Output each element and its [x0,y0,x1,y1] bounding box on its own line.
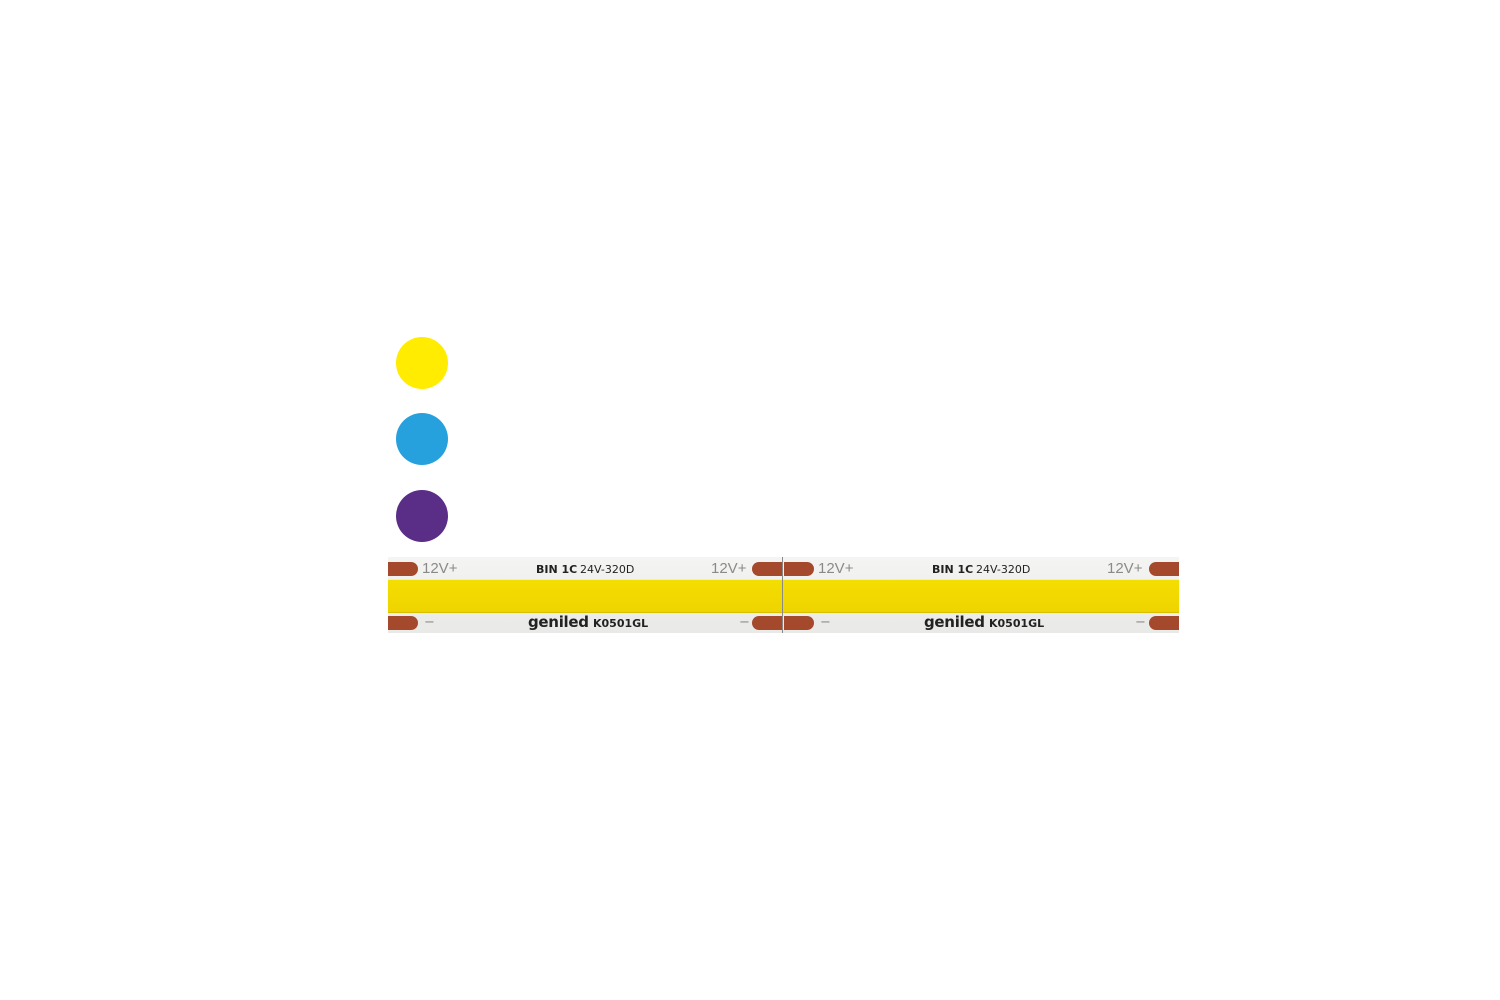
brand-label-2: geniled [924,613,985,631]
luminous-flux-text: 320-380лм/м [392,692,577,722]
bin-label-1: BIN 1C [536,563,578,576]
color-options-title: Варианты цвета свечения [394,276,804,309]
voltage-label-1b: 12V+ [711,560,747,577]
swatch-row-neutral: 3800-4200K [396,413,673,465]
voltage-label-1a: 12V+ [422,560,458,577]
solder-pad-bottom-mid-left [752,616,782,630]
color-swatch-neutral [396,413,448,465]
voltage-label-2b: 12V+ [1107,560,1143,577]
minus-label-1b: − [739,615,750,630]
color-swatch-cool [396,490,448,542]
voltage-label-2a: 12V+ [818,560,854,577]
solder-pad-top-mid-left [752,562,782,576]
solder-pad-top-left [388,562,418,576]
solder-pad-top-mid-right [784,562,814,576]
segment-cut-line [782,557,783,633]
brand-label-1: geniled [528,613,589,631]
solder-pad-top-right [1149,562,1179,576]
model-code-2: K0501GL [989,617,1045,630]
led-emitter-band [388,579,1179,613]
swatch-row-cool: 6000-6500K [396,490,673,542]
bin-label-2: BIN 1C [932,563,974,576]
swatch-label-neutral: 3800-4200K [468,420,674,458]
swatch-label-cool: 6000-6500K [468,497,674,535]
spec-label-1: 24V-320D [580,563,635,576]
solder-pad-bottom-left [388,616,418,630]
spec-label-2: 24V-320D [976,563,1031,576]
minus-label-2b: − [1135,615,1146,630]
minus-label-1a: − [424,615,435,630]
product-model-text: 320SMD5050 SB-M 8x5000мм [392,654,811,684]
minus-label-2a: − [820,615,831,630]
solder-pad-bottom-right [1149,616,1179,630]
led-strip-image: 12V+ BIN 1C 24V-320D 12V+ 12V+ BIN 1C 24… [388,557,1179,633]
model-code-1: K0501GL [593,617,649,630]
solder-pad-bottom-mid-right [784,616,814,630]
swatch-row-warm: 2700-3000K [396,337,673,389]
swatch-label-warm: 2700-3000K [468,344,674,382]
color-swatch-warm [396,337,448,389]
